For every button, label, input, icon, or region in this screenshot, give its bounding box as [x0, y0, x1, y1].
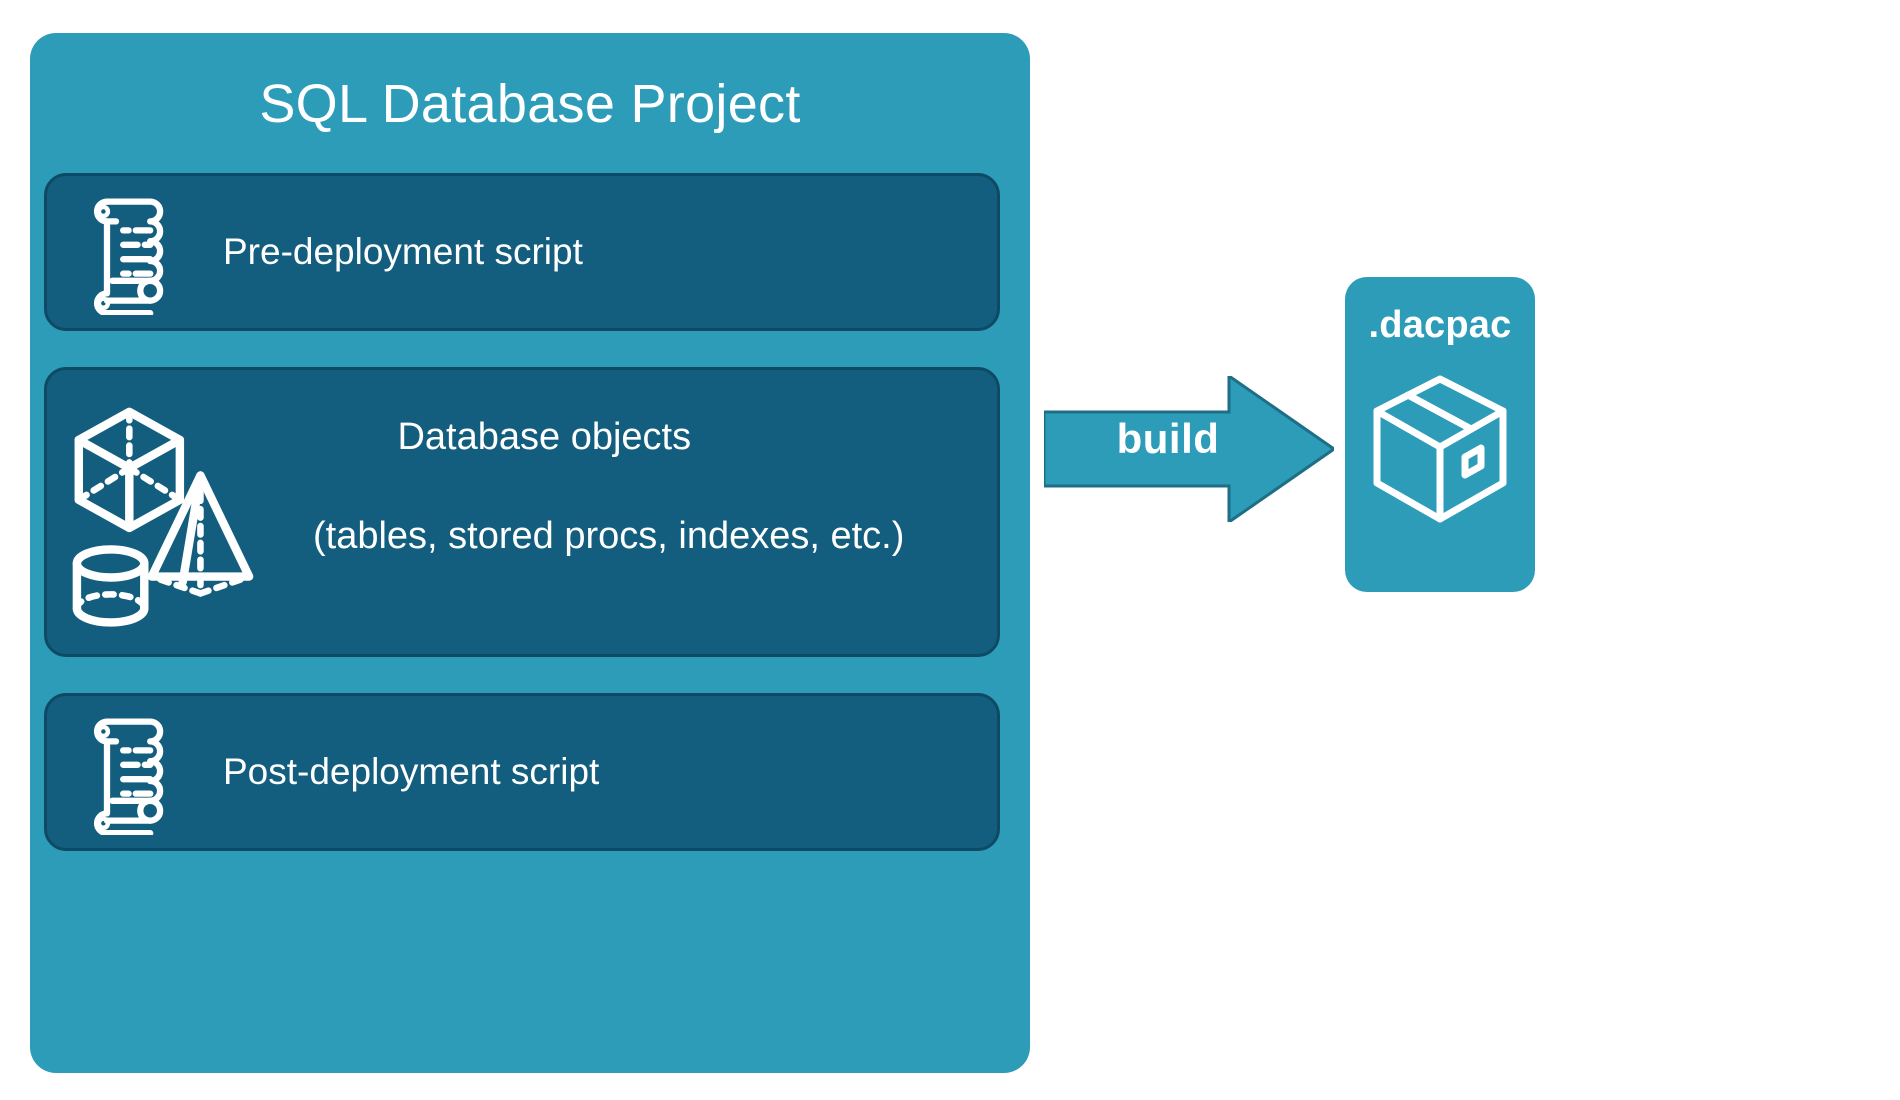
card-post-deployment-script[interactable]: Post-deployment script: [44, 693, 1000, 851]
right-block-arrow-icon: [1042, 373, 1337, 525]
dacpac-output-panel: .dacpac: [1345, 277, 1535, 592]
page-title: SQL Database Project: [259, 74, 801, 134]
dacpac-title: .dacpac: [1368, 304, 1512, 346]
card-post-deployment-label: Post-deployment script: [223, 750, 600, 792]
database-objects-line2: (tables, stored procs, indexes, etc.): [313, 515, 905, 557]
card-database-objects[interactable]: Database objects (tables, stored procs, …: [44, 367, 1000, 657]
scroll-icon: [59, 709, 209, 835]
sql-database-project-panel: SQL Database Project: [30, 33, 1030, 1073]
pyramid-shape: [147, 471, 253, 597]
card-pre-deployment-label: Pre-deployment script: [223, 230, 583, 272]
build-arrow-label: build: [1116, 415, 1220, 462]
cylinder-shape: [72, 545, 149, 627]
database-objects-line1: Database objects: [397, 416, 692, 459]
card-pre-deployment-script[interactable]: Pre-deployment script: [44, 173, 1000, 331]
3d-shapes-icon: [55, 395, 285, 629]
card-database-objects-label: Database objects (tables, stored procs, …: [313, 364, 904, 660]
scroll-icon: [59, 189, 209, 315]
package-box-icon: [1365, 369, 1515, 529]
cube-shape: [74, 407, 184, 533]
